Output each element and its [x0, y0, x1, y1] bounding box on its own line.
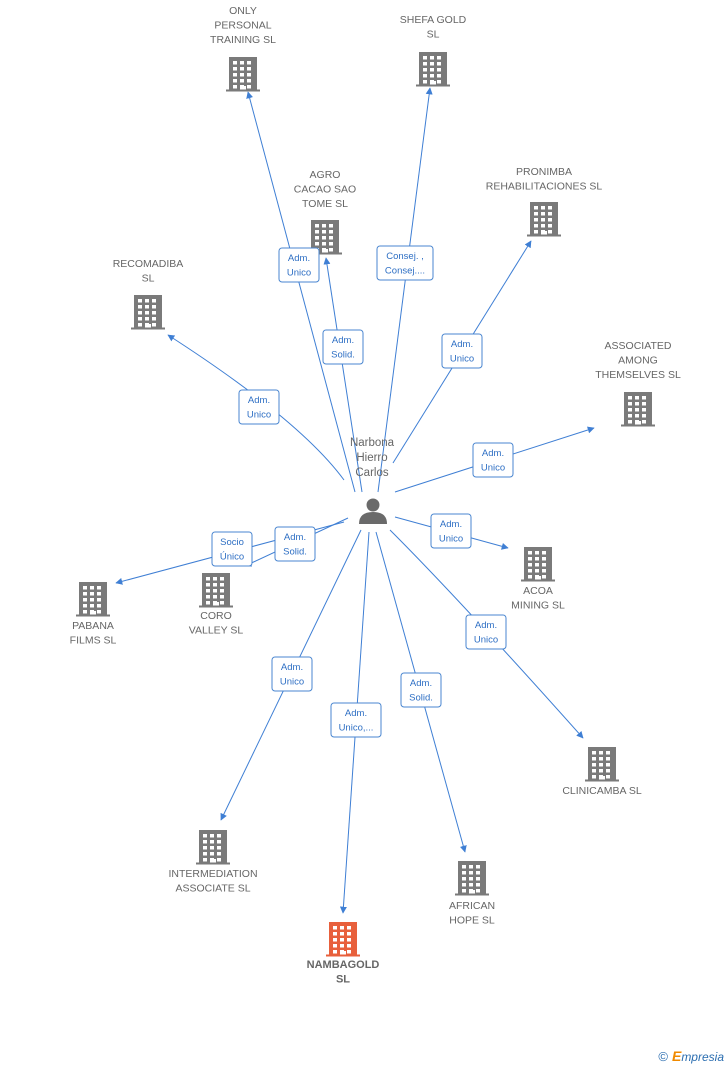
relation-text: Adm.	[475, 620, 497, 631]
company-name-shefa[interactable]: SHEFA GOLD	[400, 14, 467, 26]
relation-text: Adm.	[284, 532, 306, 543]
company-name-intermediation[interactable]: INTERMEDIATION	[168, 868, 257, 880]
company-building-icon-pabana[interactable]	[76, 582, 110, 617]
company-name-only[interactable]: TRAINING SL	[210, 34, 276, 46]
relation-text: Adm.	[288, 253, 310, 264]
edge-to-only	[246, 91, 356, 493]
relation-label-shefa[interactable]: Consej. , Consej....	[376, 245, 434, 281]
relation-text: Unico	[287, 268, 311, 279]
company-name-clinicamba[interactable]: CLINICAMBA SL	[562, 785, 642, 797]
company-name-recomadiba[interactable]: SL	[142, 273, 155, 285]
company-building-icon-shefa[interactable]	[416, 52, 450, 87]
company-building-icon-only[interactable]	[226, 57, 260, 92]
company-building-icon-coro[interactable]	[199, 573, 233, 608]
relation-text: Adm.	[345, 708, 367, 719]
company-name-associated[interactable]: THEMSELVES SL	[595, 369, 681, 381]
relation-text: Solid.	[331, 350, 355, 361]
company-name-associated[interactable]: ASSOCIATED	[605, 340, 672, 352]
relation-label-clinicamba[interactable]: Adm. Unico	[465, 614, 507, 650]
relation-label-only[interactable]: Adm. Unico	[278, 247, 320, 283]
company-name-agro[interactable]: TOME SL	[302, 198, 348, 210]
person-name[interactable]: Narbona	[350, 437, 395, 449]
relation-text: Adm.	[410, 678, 432, 689]
company-building-icon-recomadiba[interactable]	[131, 295, 165, 330]
company-building-icon-intermediation[interactable]	[196, 830, 230, 865]
relation-label-nambagold[interactable]: Adm. Unico,...	[330, 702, 382, 738]
relation-text: Adm.	[440, 519, 462, 530]
relation-text: Adm.	[281, 662, 303, 673]
company-name-coro[interactable]: CORO	[200, 610, 232, 622]
copyright-icon: ©	[658, 1048, 668, 1064]
relation-text: Consej. ,	[386, 251, 424, 262]
company-building-icon-associated[interactable]	[621, 392, 655, 427]
relation-text: Adm.	[451, 339, 473, 350]
relation-label-agro[interactable]: Adm. Solid.	[322, 329, 364, 365]
company-name-coro[interactable]: VALLEY SL	[189, 625, 244, 637]
brand-logo[interactable]: Empresia	[671, 1048, 724, 1064]
person-name[interactable]: Carlos	[355, 467, 388, 479]
company-name-only[interactable]: ONLY	[229, 5, 257, 17]
company-name-recomadiba[interactable]: RECOMADIBA	[113, 258, 184, 270]
relation-label-acoa[interactable]: Adm. Unico	[430, 513, 472, 549]
person-icon[interactable]	[359, 498, 387, 525]
company-building-icon-clinicamba[interactable]	[585, 747, 619, 782]
company-name-pabana[interactable]: FILMS SL	[70, 635, 117, 647]
relation-label-recomadiba[interactable]: Adm. Unico	[238, 389, 280, 425]
company-building-icon-pronimba[interactable]	[527, 202, 561, 237]
brand-footer: © Empresia	[658, 1048, 724, 1064]
relation-label-coro[interactable]: Adm. Solid.	[274, 526, 316, 562]
edge-to-shefa	[377, 87, 433, 493]
company-name-agro[interactable]: CACAO SAO	[294, 184, 356, 196]
relation-text: Unico	[247, 410, 271, 421]
relation-text: Unico	[439, 534, 463, 545]
relation-label-pronimba[interactable]: Adm. Unico	[441, 333, 483, 369]
relation-text: Unico	[474, 635, 498, 646]
company-name-acoa[interactable]: MINING SL	[511, 600, 565, 612]
company-name-acoa[interactable]: ACOA	[523, 585, 553, 597]
relation-label-african[interactable]: Adm. Solid.	[400, 672, 442, 708]
company-name-nambagold[interactable]: NAMBAGOLD	[307, 959, 380, 971]
relation-text: Socio	[220, 537, 244, 548]
edge-to-agro	[323, 257, 363, 493]
company-name-pronimba[interactable]: PRONIMBA	[516, 166, 572, 178]
company-name-nambagold[interactable]: SL	[336, 974, 350, 986]
relation-text: Adm.	[482, 448, 504, 459]
relation-text: Adm.	[332, 335, 354, 346]
relation-text: Unico,...	[339, 723, 374, 734]
nodes-layer: ONLY PERSONAL TRAINING SL SHEFA GOLD SL AGRO C…	[70, 5, 681, 986]
relation-text: Solid.	[283, 547, 307, 558]
company-building-icon-agro[interactable]	[308, 220, 342, 255]
relation-label-intermediation[interactable]: Adm. Unico	[271, 656, 313, 692]
company-name-only[interactable]: PERSONAL	[214, 20, 271, 32]
relation-text: Unico	[280, 677, 304, 688]
company-building-icon-african[interactable]	[455, 861, 489, 896]
relation-text: Único	[220, 552, 244, 563]
company-name-intermediation[interactable]: ASSOCIATE SL	[175, 883, 250, 895]
relation-text: Unico	[481, 463, 505, 474]
company-name-associated[interactable]: AMONG	[618, 355, 658, 367]
company-name-shefa[interactable]: SL	[427, 29, 440, 41]
edges-layer	[115, 87, 595, 914]
relation-text: Consej....	[385, 266, 425, 277]
company-name-pabana[interactable]: PABANA	[72, 620, 114, 632]
relation-text: Adm.	[248, 395, 270, 406]
company-name-african[interactable]: AFRICAN	[449, 900, 495, 912]
relation-text: Unico	[450, 354, 474, 365]
relation-text: Solid.	[409, 693, 433, 704]
company-name-agro[interactable]: AGRO	[310, 169, 341, 181]
company-building-icon-nambagold[interactable]	[326, 922, 360, 957]
person-name[interactable]: Hierro	[356, 452, 387, 464]
company-name-african[interactable]: HOPE SL	[449, 915, 495, 927]
relation-label-associated[interactable]: Adm. Unico	[472, 442, 514, 478]
company-building-icon-acoa[interactable]	[521, 547, 555, 582]
company-name-pronimba[interactable]: REHABILITACIONES SL	[486, 181, 603, 193]
